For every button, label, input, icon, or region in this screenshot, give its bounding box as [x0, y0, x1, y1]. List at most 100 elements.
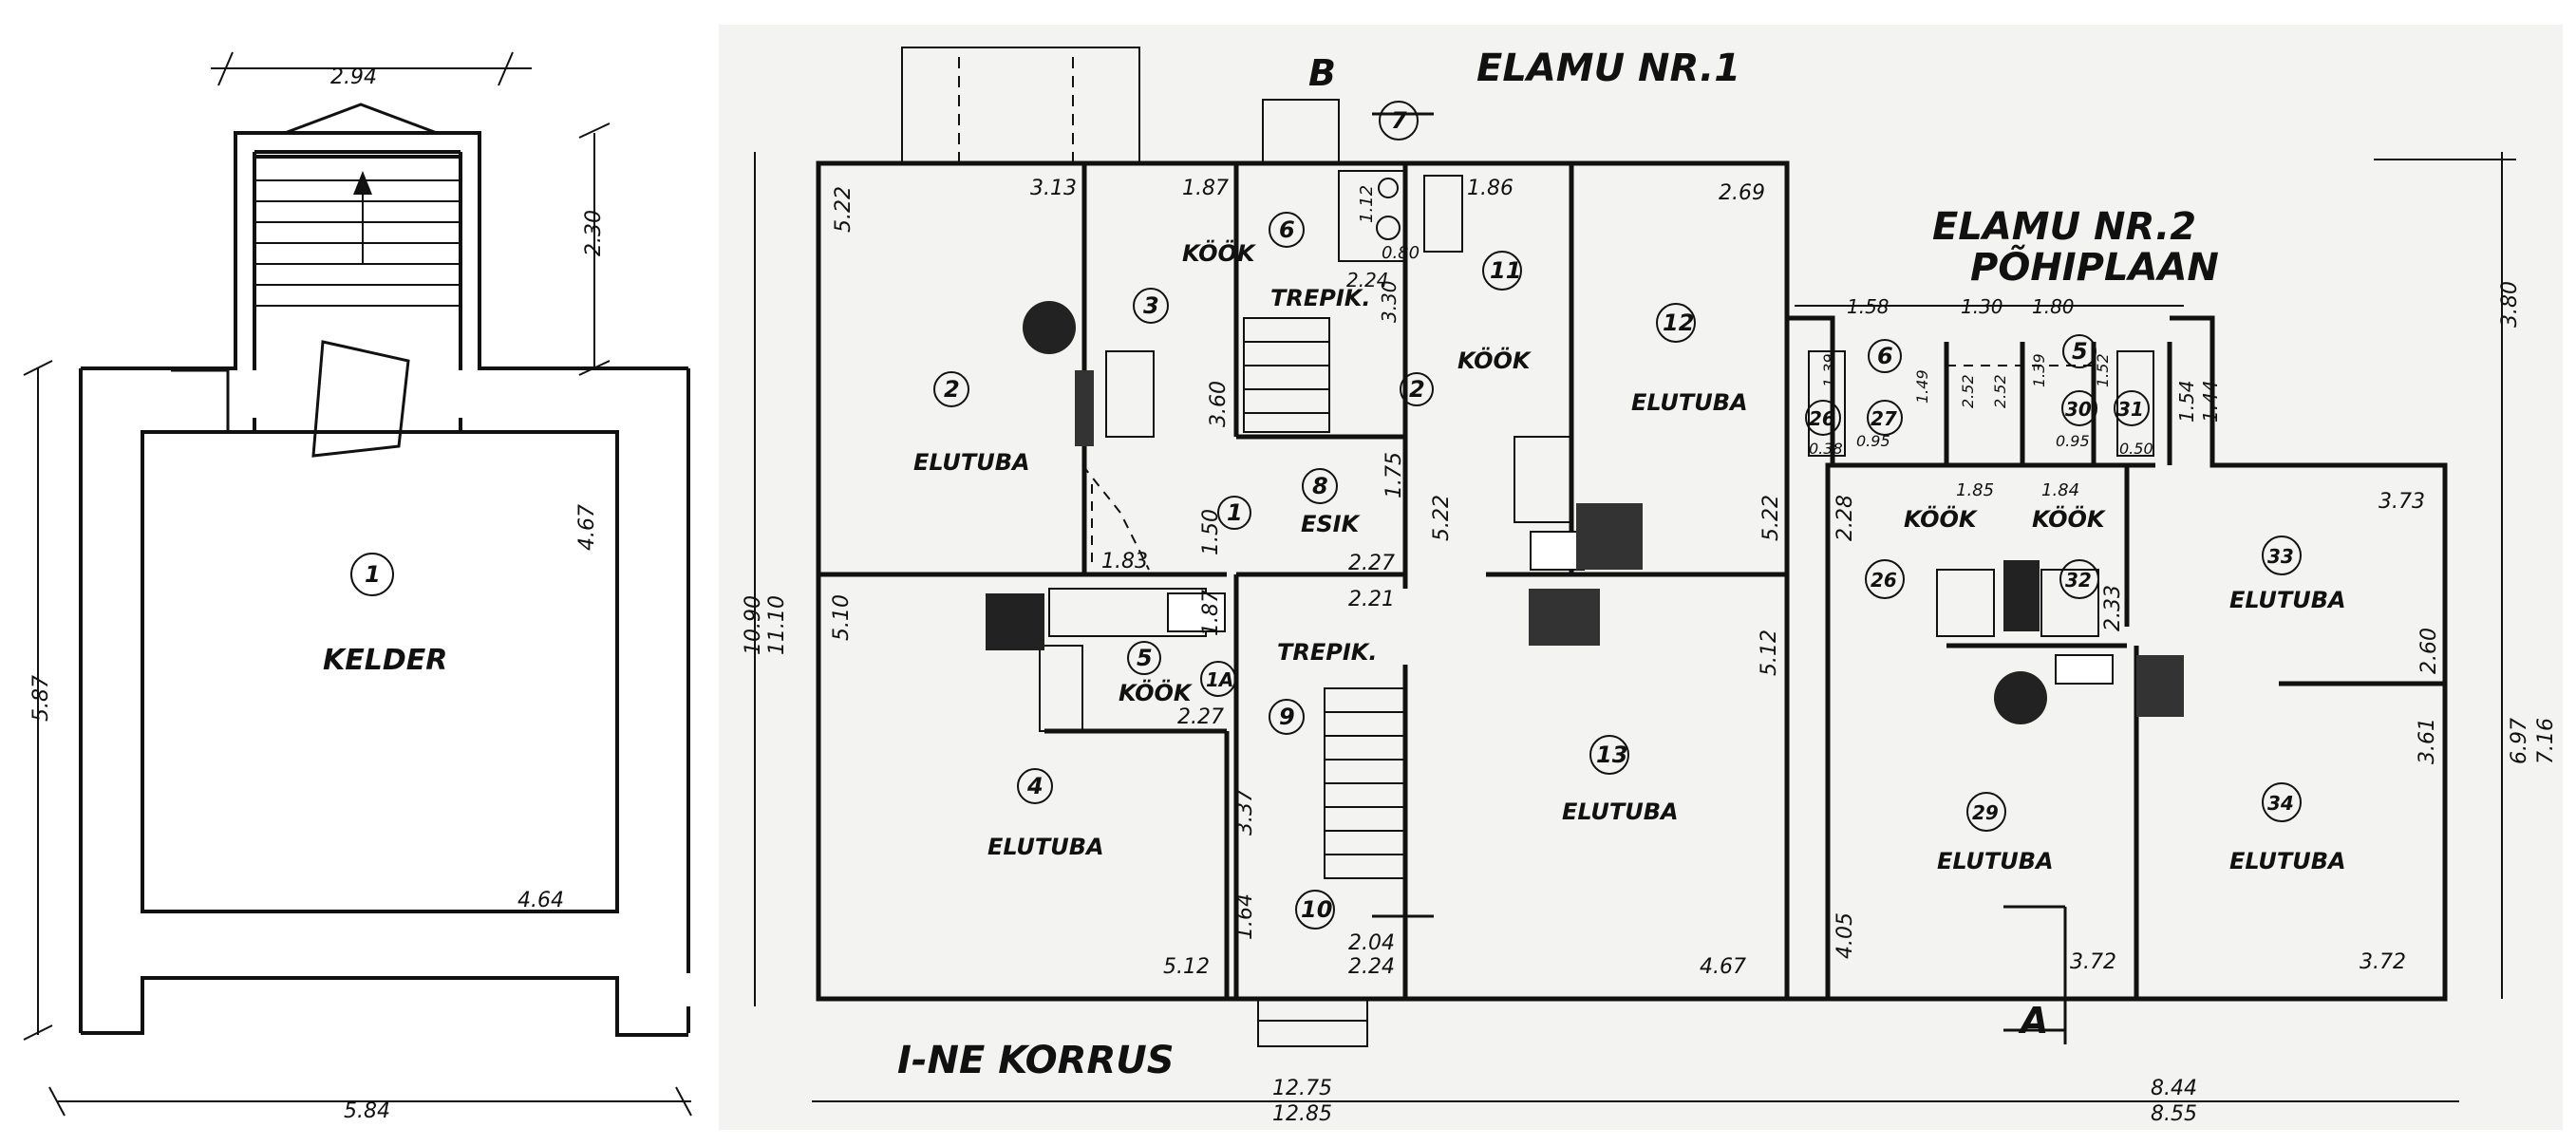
room-number-2-left: 2: [933, 371, 969, 407]
svg-text:2: 2: [1409, 376, 1425, 403]
svg-text:2.27: 2.27: [1177, 705, 1224, 729]
svg-text:6: 6: [1279, 216, 1295, 243]
room-number-1: 1: [1217, 496, 1251, 530]
room-number-6-right: 6: [1868, 339, 1902, 373]
main-sheet: [719, 25, 2563, 1130]
svg-text:2.52: 2.52: [1959, 374, 1977, 408]
basement-dim-right: 4.67: [575, 504, 599, 551]
svg-text:2: 2: [944, 376, 960, 403]
svg-text:3.61: 3.61: [2416, 718, 2439, 764]
stair-arrow-icon: [353, 171, 372, 195]
svg-text:5.12: 5.12: [1163, 955, 1210, 979]
svg-text:2.24: 2.24: [1348, 955, 1395, 979]
room-dims: 5.22 3.13 1.87 1.12 0.80 2.24 3.30 1.86 …: [830, 177, 2441, 979]
room-name-34: ELUTUBA: [2229, 848, 2346, 874]
svg-text:3: 3: [1143, 292, 1159, 319]
svg-text:1.52: 1.52: [2094, 353, 2112, 387]
room-number-5-right: 5: [2062, 334, 2097, 368]
room-name-11: KÖÖK: [1457, 346, 1532, 374]
svg-text:5: 5: [1137, 645, 1153, 671]
room-name-4: ELUTUBA: [987, 834, 1104, 860]
svg-text:2.27: 2.27: [1348, 552, 1395, 575]
svg-text:1.83: 1.83: [1101, 550, 1148, 573]
room-number-9: 9: [1269, 699, 1305, 735]
svg-text:2.69: 2.69: [1719, 181, 1765, 205]
left-sheet: [17, 25, 691, 1130]
room-number-32: 32: [2059, 559, 2099, 599]
svg-text:8: 8: [1312, 473, 1328, 499]
svg-text:1.50: 1.50: [1199, 509, 1223, 555]
chimney-blocks: [986, 301, 2184, 724]
room-number-7: 7: [1379, 101, 1419, 141]
svg-text:1.30: 1.30: [1961, 295, 2003, 318]
svg-text:5: 5: [2072, 338, 2088, 365]
svg-text:7: 7: [1391, 107, 1407, 134]
room-number-markers: 1 1A 2 2 3 4 5 5 6 6 7 8 9 10 11 12 13 2…: [933, 101, 2302, 930]
svg-text:26: 26: [1871, 569, 1897, 592]
svg-text:31: 31: [2117, 398, 2144, 421]
room-number-27: 27: [1867, 400, 1903, 436]
svg-text:0.38: 0.38: [1809, 440, 1843, 458]
svg-text:0.95: 0.95: [2056, 432, 2090, 450]
svg-text:3.72: 3.72: [2070, 950, 2116, 974]
svg-text:3.37: 3.37: [1233, 789, 1257, 836]
dim-right-height-a: 6.97: [2508, 718, 2531, 764]
svg-text:33: 33: [2267, 545, 2294, 568]
basement-plan: [79, 103, 690, 1037]
main-dim-lines: [754, 152, 2516, 1102]
svg-text:2.21: 2.21: [1348, 588, 1395, 611]
svg-text:3.73: 3.73: [2379, 490, 2425, 514]
svg-text:1.39: 1.39: [1820, 353, 1838, 387]
room-number-8: 8: [1302, 468, 1338, 504]
svg-text:1.58: 1.58: [1847, 295, 1890, 318]
title-pohiplaan: PÕHIPLAAN: [1970, 244, 2219, 290]
svg-text:3.13: 3.13: [1030, 177, 1077, 200]
room-number-33: 33: [2262, 535, 2302, 575]
room-name-12: ELUTUBA: [1631, 389, 1748, 416]
room-name-3: KÖÖK: [1182, 238, 1257, 267]
svg-text:1.54: 1.54: [2175, 380, 2198, 423]
svg-text:4.67: 4.67: [1700, 955, 1746, 979]
svg-text:1.87: 1.87: [1182, 177, 1229, 200]
svg-text:2.04: 2.04: [1348, 931, 1395, 955]
dim-right-height-b: 7.16: [2534, 718, 2558, 764]
dim-overall-height-b: 11.10: [765, 595, 789, 655]
room-name-33: ELUTUBA: [2229, 587, 2346, 613]
room-name-28: KÖÖK: [1904, 504, 1979, 533]
svg-text:34: 34: [2267, 792, 2294, 815]
svg-text:5.10: 5.10: [830, 594, 854, 641]
room-number-26-top: 26: [1805, 400, 1841, 436]
svg-text:1.39: 1.39: [2030, 353, 2048, 387]
main-plan-details: [901, 47, 2154, 1047]
basement-room-name: KELDER: [323, 644, 447, 677]
svg-text:13: 13: [1596, 742, 1627, 768]
room-number-34: 34: [2262, 782, 2302, 822]
basement-dim-left: 5.87: [29, 675, 53, 722]
svg-text:1A: 1A: [1206, 668, 1233, 691]
svg-text:0.50: 0.50: [2119, 440, 2153, 458]
basement-dim-overall-bottom: 5.84: [344, 1099, 390, 1123]
svg-text:5.22: 5.22: [1759, 495, 1783, 541]
section-lines: [1372, 112, 2067, 1044]
room-number-circle: [350, 553, 394, 596]
room-number-2-hall: 2: [1400, 372, 1434, 406]
svg-text:4: 4: [1026, 773, 1044, 799]
svg-text:12: 12: [1663, 310, 1694, 336]
dim-bottom-right-b: 8.55: [2151, 1102, 2197, 1126]
room-name-32: KÖÖK: [2032, 504, 2107, 533]
svg-text:1.12: 1.12: [1357, 185, 1377, 223]
svg-text:2.33: 2.33: [2101, 585, 2125, 631]
svg-text:2.24: 2.24: [1346, 269, 1389, 291]
room-name-5: KÖÖK: [1119, 678, 1194, 706]
svg-text:2.52: 2.52: [1991, 374, 2009, 408]
title-floor: I-NE KORRUS: [897, 1039, 1175, 1082]
svg-text:1.85: 1.85: [1956, 480, 1994, 500]
section-marker-a: A: [2018, 1000, 2048, 1042]
svg-text:1.80: 1.80: [2032, 295, 2075, 318]
room-number-29: 29: [1966, 792, 2006, 832]
svg-text:10: 10: [1301, 896, 1332, 923]
room-name-2: ELUTUBA: [913, 449, 1030, 476]
room-name-29: ELUTUBA: [1937, 848, 2054, 874]
dim-overall-height-a: 10.90: [742, 595, 765, 655]
